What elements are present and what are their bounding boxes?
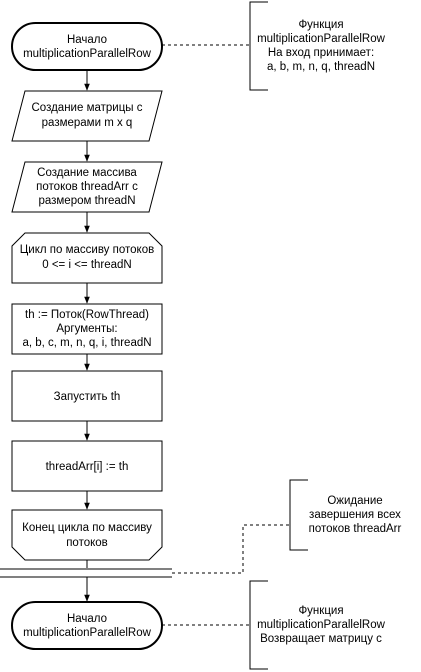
thread-create-line-2: Аргументы: (56, 323, 117, 335)
comment-wait-line-3: потоков threadArr (309, 523, 402, 535)
comment-wait-line-1: Ожидание (327, 495, 382, 507)
loop-end-node: Конец цикла по массиву потоков (11, 509, 163, 561)
assign-process: threadArr[i] := th (11, 440, 163, 492)
sync-bar (0, 568, 172, 578)
loop-end-line-1: Конец цикла по массиву (22, 522, 152, 534)
start-line-2: multiplicationParallelRow (23, 48, 152, 60)
create-matrix-line-1: Создание матрицы с (32, 102, 143, 114)
comment-bottom-line-2: multiplicationParallelRow (257, 619, 386, 631)
comment-top: Функция multiplicationParallelRow На вхо… (249, 1, 386, 91)
start-line-1: Начало (67, 34, 107, 46)
comment-top-line-2: multiplicationParallelRow (257, 33, 386, 45)
run-line-1: Запустить th (54, 391, 121, 403)
comment-top-line-3: На вход принимает: (268, 47, 374, 59)
thread-create-line-3: a, b, c, m, n, q, i, threadN (22, 337, 151, 349)
comment-top-line-4: a, b, m, n, q, threadN (267, 61, 375, 73)
thread-create-line-1: th := Поток(RowThread) (25, 309, 149, 321)
create-array-line-3: размером threadN (38, 195, 135, 207)
end-terminator: Начало multiplicationParallelRow (11, 601, 163, 650)
start-terminator: Начало multiplicationParallelRow (11, 22, 163, 71)
create-matrix-io: Создание матрицы с размерами m x q (11, 90, 163, 142)
loop-start-line-1: Цикл по массиву потоков (20, 244, 154, 256)
end-line-2: multiplicationParallelRow (23, 627, 152, 639)
comment-bottom-line-3: Возвращает матрицу c (260, 633, 382, 645)
comment-bottom-line-1: Функция (298, 605, 343, 617)
comment-top-line-1: Функция (298, 19, 343, 31)
end-line-1: Начало (67, 613, 107, 625)
loop-start-line-2: 0 <= i <= threadN (42, 259, 132, 271)
run-process: Запустить th (11, 370, 163, 422)
create-array-io: Создание массива потоков threadArr с раз… (11, 161, 163, 213)
create-array-line-1: Создание массива (37, 167, 137, 179)
comment-wait: Ожидание завершения всех потоков threadA… (289, 479, 402, 551)
create-array-line-2: потоков threadArr с (36, 181, 138, 193)
loop-end-line-2: потоков (66, 537, 108, 549)
create-matrix-line-2: размерами m x q (42, 117, 133, 129)
comment-wait-connector (172, 524, 290, 574)
comment-wait-line-2: завершения всех (309, 509, 401, 521)
comment-bottom: Функция multiplicationParallelRow Возвра… (249, 580, 386, 670)
loop-start-node: Цикл по массиву потоков 0 <= i <= thread… (11, 232, 163, 284)
assign-line-1: threadArr[i] := th (46, 461, 129, 473)
thread-create-process: th := Поток(RowThread) Аргументы: a, b, … (11, 303, 163, 355)
